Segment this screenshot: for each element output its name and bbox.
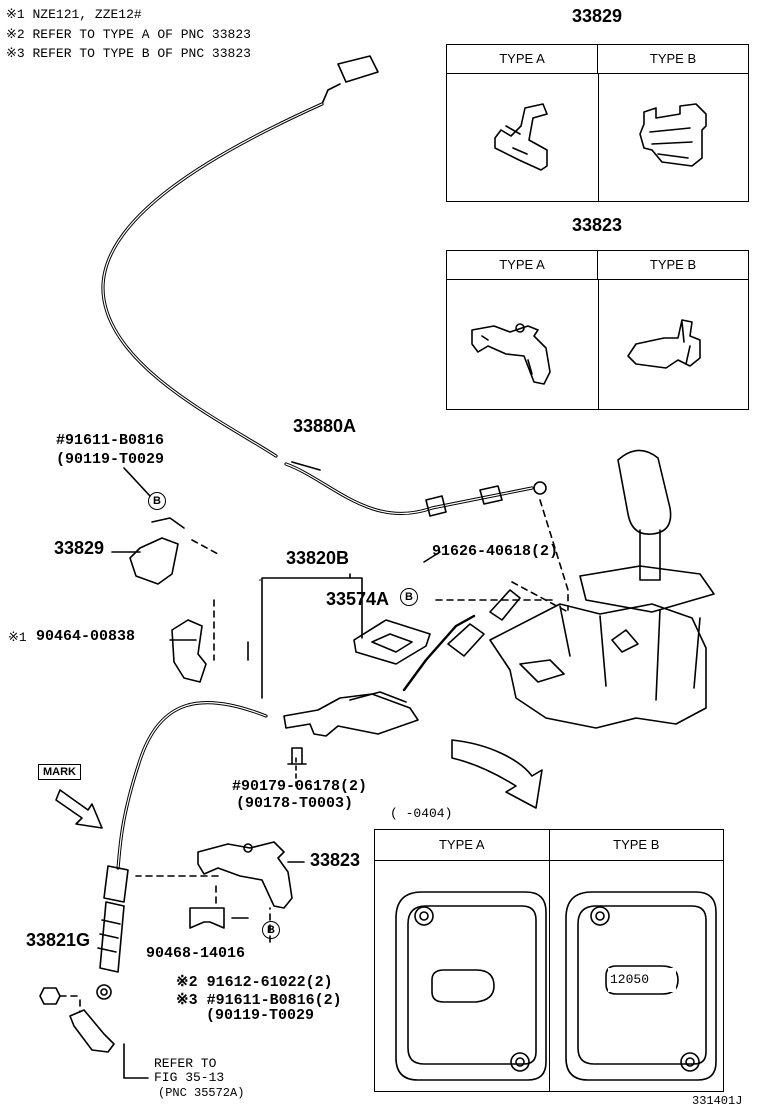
clip-90468-drawing — [189, 907, 225, 929]
label-figure-code: 331401J — [692, 1094, 743, 1108]
label-33820b: 33820B — [286, 548, 350, 568]
cable-33880a-drawing — [101, 55, 547, 517]
box-33829: TYPE A TYPE B — [446, 44, 749, 202]
clip-33829-type-b-drawing — [639, 103, 707, 167]
nut-90179-drawing — [287, 747, 307, 765]
box-retainer-type-a: TYPE A — [438, 837, 485, 852]
box-33829-type-a: TYPE A — [499, 51, 545, 66]
retainer-type-a-drawing — [395, 891, 547, 1081]
label-90464: 90464-00838 — [36, 628, 136, 645]
label-bolt-91611: #91611-B0816 — [56, 432, 165, 449]
bracket-33820b-drawing — [283, 589, 521, 737]
cable-lower-drawing — [96, 700, 268, 1000]
note-2: ※2 REFER TO TYPE A OF PNC 33823 — [6, 27, 251, 42]
arrow-drawing — [451, 739, 543, 809]
label-refer-3: (PNC 35572A) — [158, 1086, 245, 1100]
clip-33829-drawing — [129, 517, 185, 585]
label-33574a: 33574A — [326, 589, 390, 609]
shift-lever-drawing — [489, 449, 715, 729]
box-retainer-range: ( -0404) — [390, 806, 453, 821]
note-3: ※3 REFER TO TYPE B OF PNC 33823 — [6, 46, 251, 61]
label-90468: 90468-14016 — [146, 945, 246, 962]
clip-90464-drawing — [171, 619, 207, 683]
retainer-type-b-drawing — [565, 891, 717, 1081]
label-33821g: 33821G — [26, 930, 91, 950]
box-33823-type-a: TYPE A — [499, 257, 545, 272]
label-33823-lower: 33823 — [310, 850, 361, 870]
clip-33829-type-a-drawing — [494, 103, 548, 171]
box-33829-type-b: TYPE B — [597, 45, 748, 73]
marker-b-low: B — [262, 921, 280, 939]
label-nut-90178: (90178-T0003) — [236, 795, 354, 812]
bracket-33823-type-b-drawing — [627, 319, 701, 369]
note-1: ※1 NZE121, ZZE12# — [6, 7, 142, 22]
box-retainer: TYPE A TYPE B — [374, 829, 724, 1092]
label-mark: MARK — [38, 764, 81, 780]
label-bolt-91612: ※2 91612-61022(2) — [176, 974, 333, 991]
marker-b-mid: B — [400, 588, 418, 606]
bracket-33823-type-a-drawing — [471, 323, 551, 385]
label-plate-code: 12050 — [610, 972, 650, 987]
box-33823-title: 33823 — [572, 215, 623, 235]
box-retainer-type-b: TYPE B — [548, 830, 724, 860]
label-bolt-91626: 91626-40618(2) — [432, 543, 559, 560]
label-note-1-prefix: ※1 — [8, 630, 27, 645]
bracket-35572a-drawing — [69, 1009, 115, 1053]
label-bolt-90119-lower: (90119-T0029 — [206, 1007, 315, 1024]
nut-33821g-drawing — [39, 987, 61, 1005]
box-33823: TYPE A TYPE B — [446, 250, 749, 410]
label-33829-clip: 33829 — [54, 538, 105, 558]
bracket-33823-lower-drawing — [197, 841, 293, 909]
label-refer-1: REFER TO — [154, 1056, 217, 1071]
box-33829-title: 33829 — [572, 6, 623, 26]
label-nut-90179: #90179-06178(2) — [232, 778, 368, 795]
label-bolt-90119: (90119-T0029 — [56, 451, 165, 468]
label-refer-2: FIG 35-13 — [154, 1070, 225, 1085]
box-33823-type-b: TYPE B — [597, 251, 748, 279]
label-bolt-91611-lower: ※3 #91611-B0816(2) — [176, 992, 342, 1009]
label-33880a: 33880A — [293, 416, 357, 436]
mark-arrow-drawing — [55, 789, 103, 829]
marker-b-top: B — [148, 492, 166, 510]
